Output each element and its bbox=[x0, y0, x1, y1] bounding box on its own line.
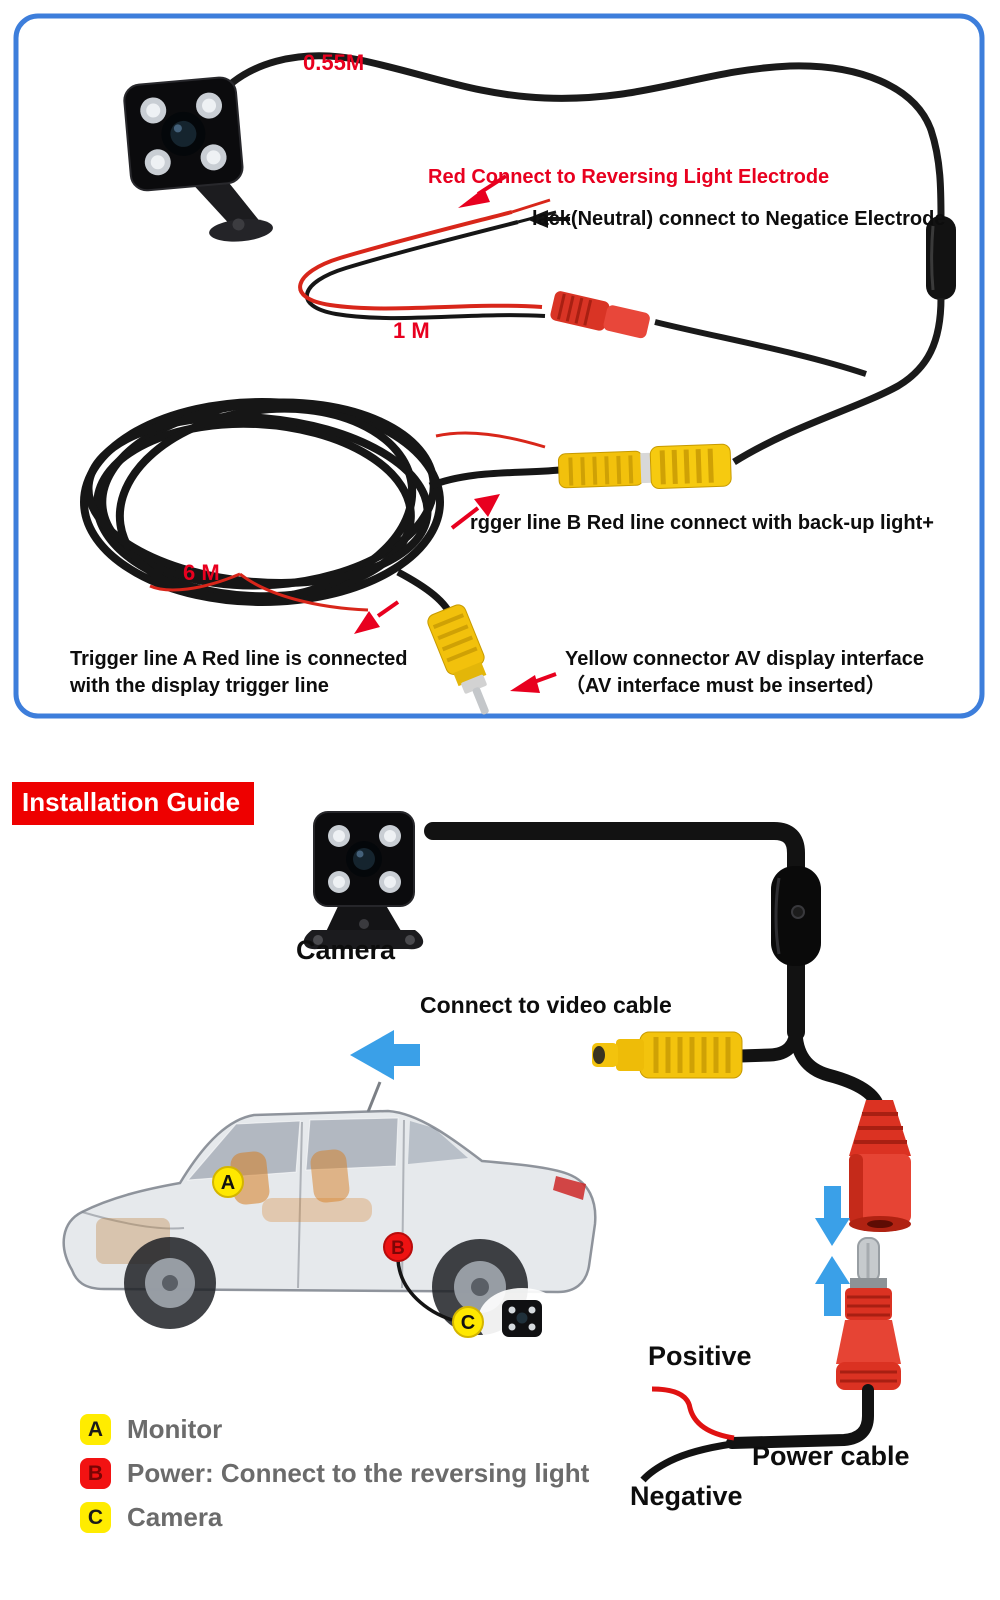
label-red-electrode: Red Connect to Reversing Light Electrode bbox=[428, 166, 830, 188]
marker-c-letter: C bbox=[461, 1312, 475, 1334]
main-cable bbox=[732, 297, 945, 465]
power-plug-male-red bbox=[836, 1237, 901, 1390]
label-power-cable: Power cable bbox=[752, 1441, 910, 1471]
cable-joint bbox=[926, 216, 956, 300]
legend-label-camera: Camera bbox=[127, 1502, 223, 1532]
legend-badge-a: A bbox=[80, 1414, 111, 1445]
inline-module bbox=[771, 866, 821, 966]
label-trigger-b: rgger line B Red line connect with back-… bbox=[470, 512, 934, 534]
camera-cable bbox=[212, 52, 945, 221]
marker-a: A bbox=[212, 1166, 244, 1198]
video-cable-coil bbox=[80, 398, 444, 606]
label-trigger-a: Trigger line A Red line is connected wit… bbox=[70, 648, 408, 697]
label-camera: Camera bbox=[296, 935, 396, 965]
connect-arrows bbox=[815, 1186, 850, 1316]
arrow-to-video-cable bbox=[350, 1030, 420, 1080]
negative-wire-black bbox=[640, 1440, 733, 1483]
arrow-black-electrode bbox=[526, 210, 548, 228]
guide-main-cable bbox=[424, 822, 805, 1041]
legend-label-monitor: Monitor bbox=[127, 1414, 223, 1444]
label-av-connector: Yellow connector AV display interface （A… bbox=[565, 648, 924, 697]
marker-c: C bbox=[452, 1306, 484, 1338]
trigger-wires-red bbox=[149, 431, 546, 612]
rear-camera-icon bbox=[502, 1300, 542, 1337]
label-positive: Positive bbox=[648, 1341, 752, 1371]
label-black-electrode: lack(Neutral) connect to Negatice Electr… bbox=[532, 208, 946, 230]
marker-b: B bbox=[383, 1232, 413, 1262]
marker-a-letter: A bbox=[221, 1172, 235, 1194]
label-video-cable-length: 6 M bbox=[183, 560, 220, 585]
legend-badge-c: C bbox=[80, 1502, 111, 1533]
power-jack-female-red bbox=[849, 1100, 911, 1232]
marker-b-letter: B bbox=[391, 1238, 405, 1259]
arrow-red-electrode bbox=[458, 188, 490, 208]
video-rca-yellow bbox=[592, 1031, 743, 1079]
power-connector-cable bbox=[654, 319, 867, 377]
rca-coupler-yellow bbox=[557, 443, 732, 489]
arrow-trigger-b bbox=[474, 494, 500, 517]
label-power-cable-length: 1 M bbox=[393, 318, 430, 343]
camera-illustration-guide bbox=[303, 811, 424, 950]
car-illustration bbox=[62, 1081, 597, 1352]
power-connector-red bbox=[550, 291, 650, 339]
arrow-av-plug bbox=[510, 675, 540, 693]
av-plug-yellow bbox=[427, 604, 489, 715]
power-cable bbox=[726, 1384, 874, 1449]
annotation-arrows-top bbox=[354, 174, 570, 693]
top-panel-border bbox=[13, 13, 985, 719]
power-branch-cable bbox=[789, 1029, 886, 1113]
coil-to-coupler-cable bbox=[428, 466, 561, 490]
positive-wire-red bbox=[651, 1386, 735, 1441]
installation-guide-banner: Installation Guide bbox=[12, 782, 255, 825]
arrow-trigger-a bbox=[354, 611, 380, 634]
label-connect-video-cable: Connect to video cable bbox=[420, 992, 672, 1018]
legend-label-power: Power: Connect to the reversing light bbox=[127, 1458, 590, 1488]
label-negative: Negative bbox=[630, 1481, 743, 1511]
legend-badge-b: B bbox=[80, 1458, 111, 1489]
legend-item-power: B Power: Connect to the reversing light bbox=[80, 1458, 589, 1489]
legend-item-monitor: A Monitor bbox=[80, 1414, 222, 1445]
camera-illustration-top bbox=[123, 76, 273, 242]
legend-item-camera: C Camera bbox=[80, 1502, 222, 1533]
label-camera-cable-length: 0.55M bbox=[303, 50, 365, 75]
